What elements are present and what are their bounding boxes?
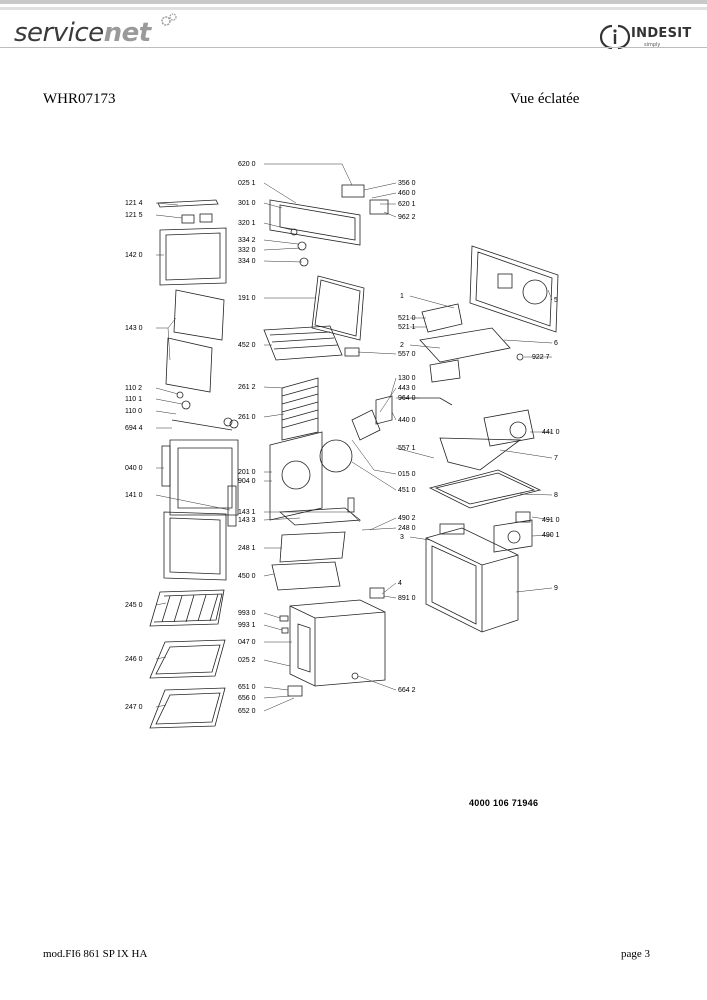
leader-lines — [155, 163, 553, 712]
label-491-0: 491 0 — [542, 517, 560, 524]
label-110-0: 110 0 — [125, 408, 142, 415]
label-143-1: 143 1 — [238, 509, 256, 516]
label-245-0: 245 0 — [125, 602, 143, 609]
label-441-0: 441 0 — [542, 429, 560, 436]
brand-text-net: net — [103, 18, 152, 48]
label-1: 1 — [400, 293, 404, 300]
label-652-0: 652 0 — [238, 708, 256, 715]
label-964-0: 964 0 — [398, 395, 416, 402]
label-557-0: 557 0 — [398, 351, 416, 358]
label-620-0: 620 0 — [238, 161, 256, 168]
label-356-0: 356 0 — [398, 180, 416, 187]
label-025-2: 025 2 — [238, 657, 256, 664]
label-656-0: 656 0 — [238, 695, 256, 702]
label-521-1: 521 1 — [398, 324, 416, 331]
label-191-0: 191 0 — [238, 295, 256, 302]
label-015-0: 015 0 — [398, 471, 416, 478]
label-451-0: 451 0 — [398, 487, 416, 494]
label-664-2: 664 2 — [398, 687, 416, 694]
label-993-1: 993 1 — [238, 622, 256, 629]
left-column-parts — [149, 199, 239, 729]
label-443-0: 443 0 — [398, 385, 416, 392]
label-993-0: 993 0 — [238, 610, 256, 617]
label-301-0: 301 0 — [238, 200, 256, 207]
label-9: 9 — [554, 585, 558, 592]
label-3: 3 — [400, 534, 404, 541]
label-143-0: 143 0 — [125, 325, 143, 332]
label-320-1: 320 1 — [238, 220, 256, 227]
label-557-1: 557 1 — [398, 445, 416, 452]
label-904-0: 904 0 — [238, 478, 256, 485]
label-141-0: 141 0 — [125, 492, 143, 499]
label-620-1: 620 1 — [398, 201, 416, 208]
label-490-1: 490 1 — [542, 532, 560, 539]
part-list-code: 4000 106 71946 — [469, 798, 539, 808]
brand-text-service: service — [14, 18, 104, 48]
indesit-tagline: simply — [644, 42, 661, 48]
label-261-0: 261 0 — [238, 414, 256, 421]
label-440-0: 440 0 — [398, 417, 416, 424]
label-247-0: 247 0 — [125, 704, 143, 711]
indesit-logo: INDESIT simply — [600, 22, 700, 52]
label-110-2: 110 2 — [125, 385, 142, 392]
label-121-5: 121 5 — [125, 212, 143, 219]
label-521-0: 521 0 — [398, 315, 416, 322]
label-110-1: 110 1 — [125, 396, 142, 403]
page-number: page 3 — [621, 948, 651, 960]
label-891-0: 891 0 — [398, 595, 416, 602]
label-261-2: 261 2 — [238, 384, 256, 391]
label-490-2: 490 2 — [398, 515, 416, 522]
label-694-4: 694 4 — [125, 425, 143, 432]
right-column-parts — [419, 245, 559, 633]
label-334-0: 334 0 — [238, 258, 256, 265]
label-7: 7 — [554, 455, 558, 462]
label-4: 4 — [398, 580, 402, 587]
label-452-0: 452 0 — [238, 342, 256, 349]
label-450-0: 450 0 — [238, 573, 256, 580]
label-130-0: 130 0 — [398, 375, 416, 382]
label-8: 8 — [554, 492, 558, 499]
label-460-0: 460 0 — [398, 190, 416, 197]
label-651-0: 651 0 — [238, 684, 256, 691]
label-246-0: 246 0 — [125, 656, 143, 663]
label-5: 5 — [554, 297, 558, 304]
indesit-wordmark: INDESIT — [631, 26, 692, 41]
label-142-0: 142 0 — [125, 252, 143, 259]
label-922-7: 922 7 — [532, 354, 550, 361]
label-2: 2 — [400, 342, 404, 349]
footer-model: mod.FI6 861 SP IX HA — [43, 948, 148, 960]
label-248-0: 248 0 — [398, 525, 416, 532]
label-040-0: 040 0 — [125, 465, 143, 472]
label-143-3: 143 3 — [238, 517, 256, 524]
header-top-bar — [0, 0, 707, 4]
gears-icon — [161, 13, 177, 26]
model-number: WHR07173 — [43, 91, 116, 107]
header-divider — [0, 47, 707, 48]
servicenet-logo: servicenet — [14, 18, 151, 48]
label-962-2: 962 2 — [398, 214, 416, 221]
view-title: Vue éclatée — [510, 91, 580, 107]
label-6: 6 — [554, 340, 558, 347]
part-labels: 121 4 121 5 142 0 143 0 110 2 110 1 110 … — [125, 161, 560, 715]
label-047-0: 047 0 — [238, 639, 256, 646]
label-334-2: 334 2 — [238, 237, 256, 244]
header-top-bar-secondary — [0, 7, 707, 10]
label-025-1: 025 1 — [238, 180, 256, 187]
label-201-0: 201 0 — [238, 469, 256, 476]
label-121-4: 121 4 — [125, 200, 143, 207]
label-332-0: 332 0 — [238, 247, 256, 254]
label-248-1: 248 1 — [238, 545, 256, 552]
